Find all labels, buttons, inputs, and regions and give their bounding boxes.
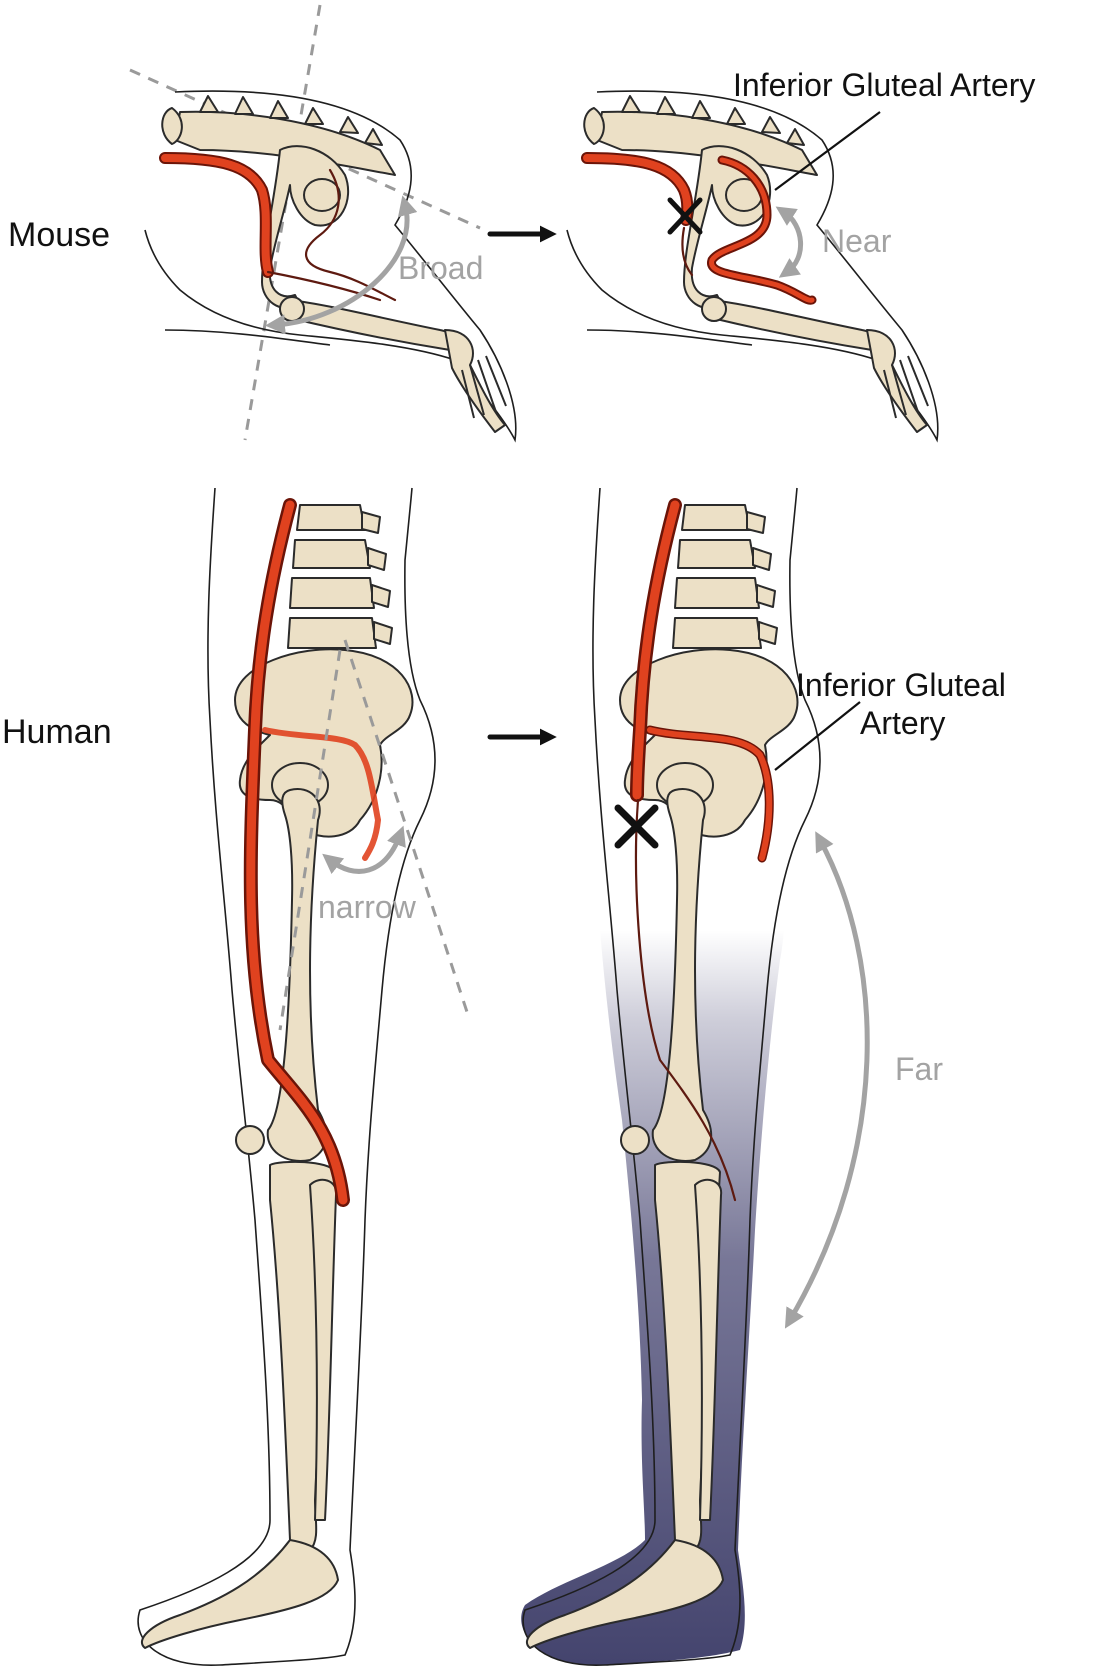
broad-label: Broad	[398, 250, 483, 286]
human-row-label: Human	[2, 713, 112, 751]
ischemia-shading	[521, 930, 784, 1665]
human-ligated-illustration	[521, 488, 867, 1665]
human-gluteal-artery-label-line2: Artery	[860, 705, 945, 741]
human-gluteal-artery-label-line1: Inferior Gluteal	[796, 667, 1006, 703]
narrow-label: narrow	[318, 889, 417, 925]
mouse-row-label: Mouse	[8, 216, 110, 254]
far-distance-arrow	[790, 840, 867, 1320]
near-label: Near	[822, 223, 892, 259]
mouse-ligated-illustration	[567, 91, 938, 440]
human-foot	[142, 1540, 338, 1648]
mouse-normal-illustration: Broad	[130, 5, 516, 440]
near-distance-arrow	[784, 212, 801, 272]
human-normal-illustration: narrow	[138, 488, 468, 1665]
mouse-gluteal-artery-label: Inferior Gluteal Artery	[733, 67, 1035, 103]
far-label: Far	[895, 1051, 943, 1087]
